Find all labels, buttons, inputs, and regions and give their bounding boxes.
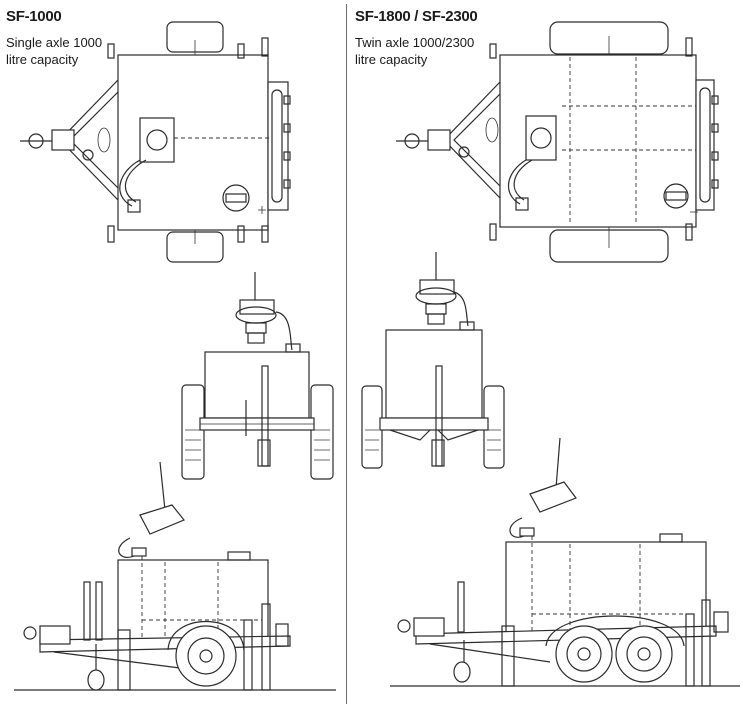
hitch: [427, 129, 451, 151]
description-line-2: litre capacity: [6, 52, 79, 67]
side-pump: [529, 481, 577, 513]
model-description: Single axle 1000 litre capacity: [6, 34, 116, 68]
rear-manifold: [267, 81, 289, 211]
rear-chassis: [379, 417, 489, 431]
left-tyre: [181, 384, 205, 480]
rear-wheel: [615, 625, 673, 683]
rear-pump: [235, 306, 277, 324]
hitch: [51, 129, 75, 151]
right-tyre: [310, 384, 334, 480]
rear-tank: [204, 351, 310, 419]
model-title: SF-1000: [6, 8, 62, 25]
description-line-1: Twin axle 1000/2300: [355, 35, 475, 50]
sf-1000-drawings: [14, 21, 336, 691]
top-view-drawing: [396, 21, 719, 263]
model-title: SF-1800 / SF-2300: [355, 8, 478, 25]
side-wheel: [175, 625, 237, 687]
side-tank: [505, 541, 707, 635]
front-wheel: [555, 625, 613, 683]
panel-divider: [346, 4, 347, 704]
top-view-drawing: [20, 21, 291, 263]
filler-cap: [222, 184, 250, 212]
model-description: Twin axle 1000/2300 litre capacity: [355, 34, 475, 68]
side-view-drawing: [14, 461, 336, 691]
panel-sf-1800-2300: SF-1800 / SF-2300 Twin axle 1000/2300 li…: [350, 0, 743, 709]
description-line-1: Single axle 1000: [6, 35, 103, 50]
panel-sf-1000: SF-1000 Single axle 1000 litre capacity: [0, 0, 346, 709]
pump: [139, 117, 175, 163]
rear-view-drawing: [181, 272, 334, 480]
side-tank: [117, 559, 269, 641]
filler-cap: [663, 183, 689, 209]
rear-manifold: [695, 79, 715, 211]
description-line-2: litre capacity: [355, 52, 428, 67]
left-tyre: [361, 385, 383, 469]
side-view-drawing: [390, 437, 740, 687]
rear-view-drawing: [361, 252, 505, 469]
rear-tank: [385, 329, 483, 419]
sf-1800-drawings: [361, 21, 740, 687]
side-pump: [139, 504, 185, 535]
rear-pump: [415, 287, 457, 305]
